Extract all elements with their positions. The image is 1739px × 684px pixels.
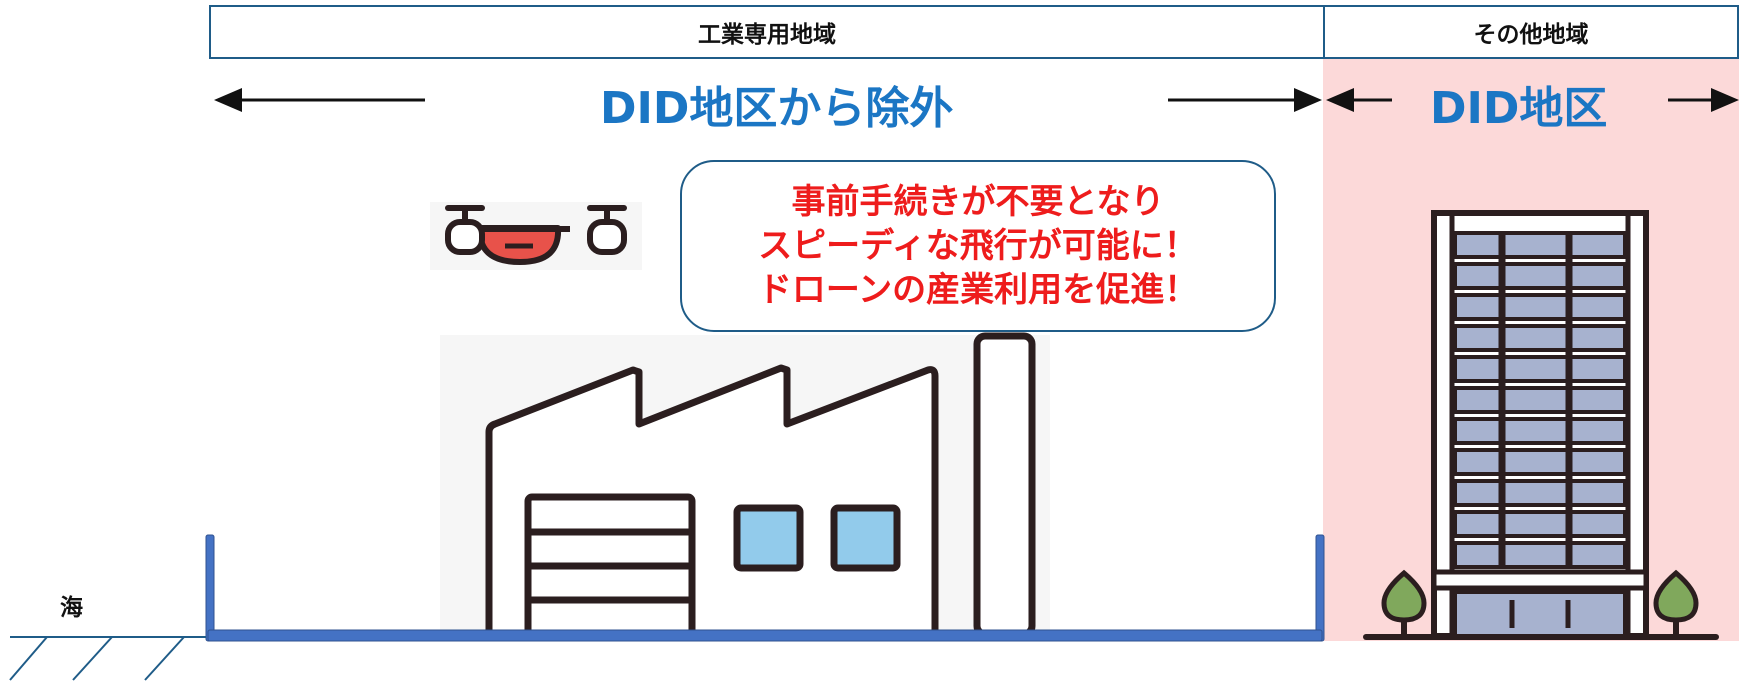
- industrial-zone-box: 工業専用地域: [209, 5, 1325, 59]
- callout-line: 事前手続きが不要となり: [791, 182, 1165, 222]
- ground-line: [205, 534, 1325, 642]
- drone-icon: [430, 202, 642, 270]
- benefit-callout: 事前手続きが不要となり スピーディな飛行が可能に！ ドローンの産業利用を促進！: [680, 160, 1276, 332]
- tree-icon: [1381, 569, 1427, 636]
- did-label: DID地区: [1430, 83, 1608, 134]
- industrial-zone-label: 工業専用地域: [698, 22, 836, 48]
- other-zone-label: その他地域: [1473, 22, 1589, 48]
- tree-icon: [1653, 569, 1699, 636]
- sea-label: 海: [60, 595, 83, 621]
- callout-line: スピーディな飛行が可能に！: [758, 226, 1198, 266]
- arrow-left-did: [1326, 88, 1392, 112]
- factory-icon: [440, 332, 1050, 638]
- arrow-right-excluded: [1168, 88, 1322, 112]
- office-building-icon: [1363, 210, 1719, 640]
- excluded-label: DID地区から除外: [600, 83, 954, 134]
- arrow-right-did: [1668, 88, 1739, 112]
- arrow-left-excluded: [214, 88, 425, 112]
- other-zone-box: その他地域: [1323, 5, 1739, 59]
- sea-shoreline: [9, 636, 206, 681]
- callout-line: ドローンの産業利用を促進！: [757, 270, 1199, 310]
